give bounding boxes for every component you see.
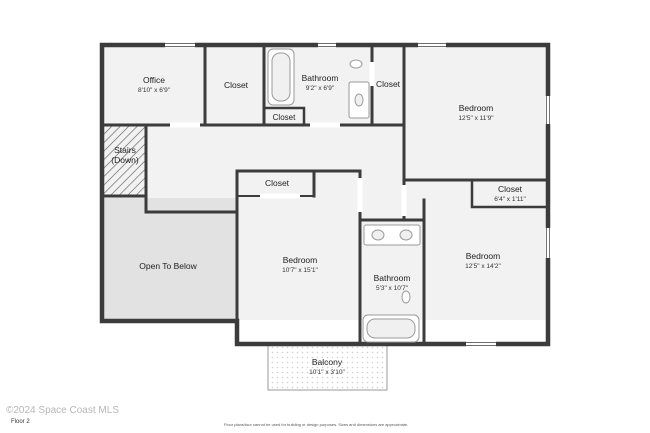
closet-bath-label: Closet <box>273 113 296 122</box>
bedroom-1-label: Bedroom <box>459 103 494 113</box>
floor-label: Floor 2 <box>11 419 30 425</box>
window-marks <box>165 43 550 346</box>
stairs-sublabel: (Down) <box>111 155 139 165</box>
room-labels: Office 8'10" x 6'9" Closet Bathroom 9'2"… <box>111 73 526 376</box>
toilet-icon <box>349 59 363 69</box>
floor-fill <box>102 45 548 391</box>
bedroom-3-dims: 12'5" x 14'2" <box>465 263 501 270</box>
closet-bedroom-3-dims: 6'4" x 1'11" <box>494 196 526 203</box>
bedroom-2-label: Bedroom <box>283 255 318 265</box>
bathroom-1-label: Bathroom <box>302 73 339 83</box>
closet-bedroom-3-label: Closet <box>498 184 523 194</box>
bathroom-2-dims: 5'3" x 10'7" <box>376 285 409 292</box>
open-to-below-label: Open To Below <box>139 261 197 271</box>
mls-watermark: ©2024 Space Coast MLS <box>6 405 119 416</box>
bedroom-3-label: Bedroom <box>466 251 501 261</box>
disclaimer-text: Floor plans/tour cannot be used for buil… <box>224 422 409 427</box>
balcony-area <box>267 344 388 391</box>
office-dims: 8'10" x 6'9" <box>138 87 171 94</box>
bathroom-1-dims: 9'2" x 6'9" <box>306 85 335 92</box>
closet-center-label: Closet <box>265 178 290 188</box>
open-to-below-area <box>102 198 237 321</box>
closet-mid-label: Closet <box>376 79 401 89</box>
office-label: Office <box>143 75 165 85</box>
bedroom-2-dims: 10'7" x 15'1" <box>282 267 318 274</box>
bedroom-1-dims: 12'5" x 11'9" <box>458 115 494 122</box>
balcony-label: Balcony <box>312 357 343 367</box>
toilet-icon <box>401 290 411 304</box>
closet-office-label: Closet <box>224 80 249 90</box>
balcony-dims: 10'1" x 3'10" <box>309 369 345 376</box>
stairs-hatch <box>104 125 146 195</box>
openings <box>165 42 551 347</box>
fixtures <box>267 48 421 343</box>
bathroom-2-label: Bathroom <box>374 273 411 283</box>
stairs-label: Stairs <box>114 145 136 155</box>
